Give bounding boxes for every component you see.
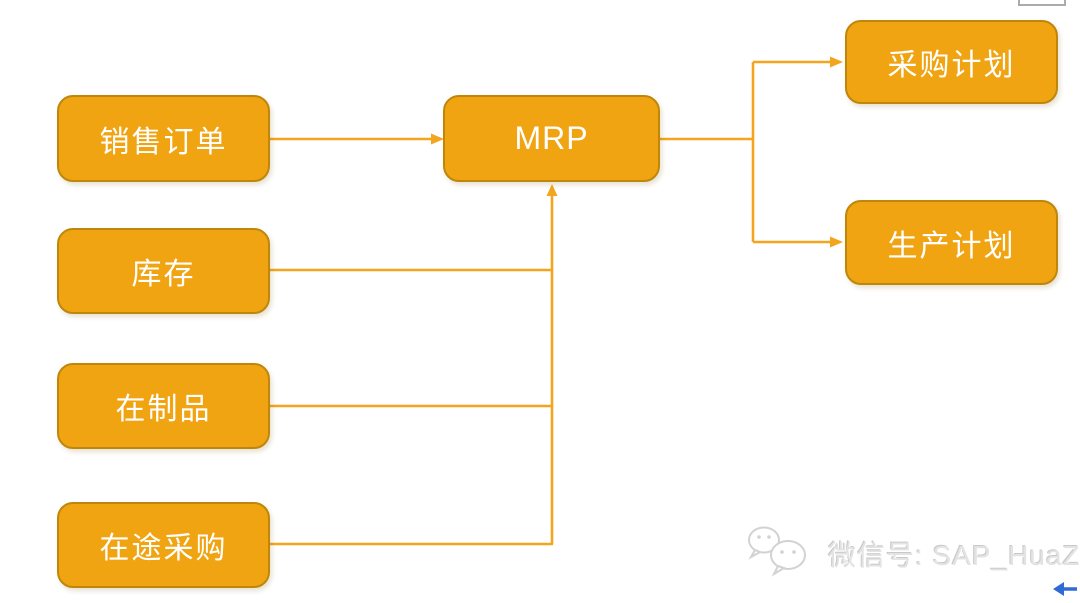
watermark-text: 微信号: SAP_HuaZhi bbox=[828, 539, 1080, 571]
node-in-transit-purchase: 在途采购 bbox=[57, 502, 270, 588]
wechat-icon bbox=[744, 522, 818, 585]
node-work-in-process: 在制品 bbox=[57, 363, 270, 449]
clipped-frame-fragment bbox=[1018, 0, 1066, 6]
node-sales-order: 销售订单 bbox=[57, 95, 270, 182]
watermark: 微信号: SAP_HuaZhi bbox=[744, 522, 1080, 585]
node-production-plan: 生产计划 bbox=[845, 200, 1058, 285]
node-inventory: 库存 bbox=[57, 228, 270, 314]
left-arrow-icon[interactable] bbox=[1053, 580, 1079, 598]
node-mrp: MRP bbox=[443, 95, 660, 182]
node-purchase-plan: 采购计划 bbox=[845, 20, 1058, 104]
